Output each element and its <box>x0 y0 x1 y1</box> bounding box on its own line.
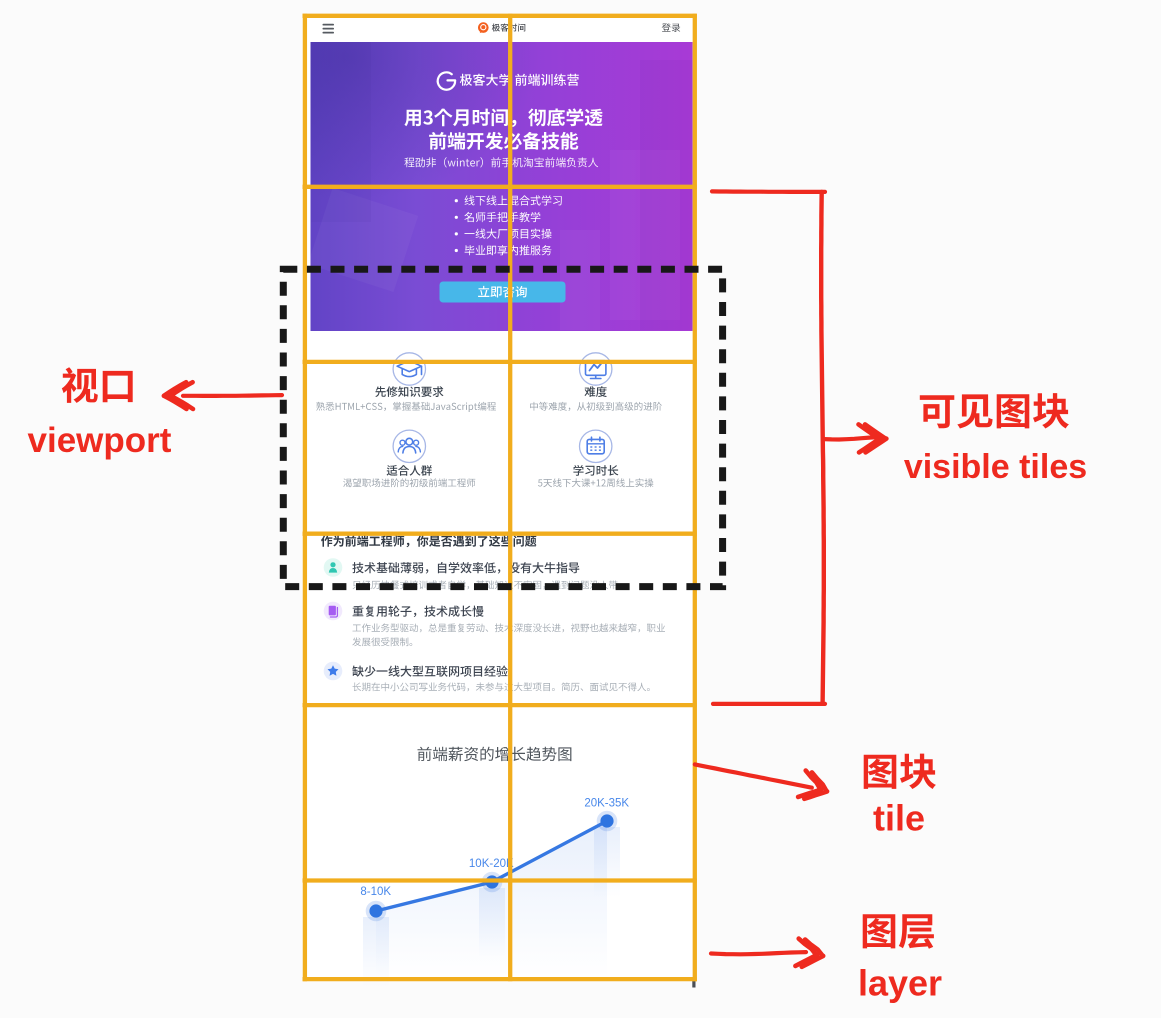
svg-text:visible tiles: visible tiles <box>904 448 1087 486</box>
svg-text:8-10K: 8-10K <box>360 886 391 898</box>
svg-text:10K-20K: 10K-20K <box>469 858 514 870</box>
svg-text:20K-35K: 20K-35K <box>584 797 629 809</box>
svg-text:layer: layer <box>858 963 942 1004</box>
svg-text:tile: tile <box>873 797 925 838</box>
svg-text:viewport: viewport <box>28 421 172 460</box>
